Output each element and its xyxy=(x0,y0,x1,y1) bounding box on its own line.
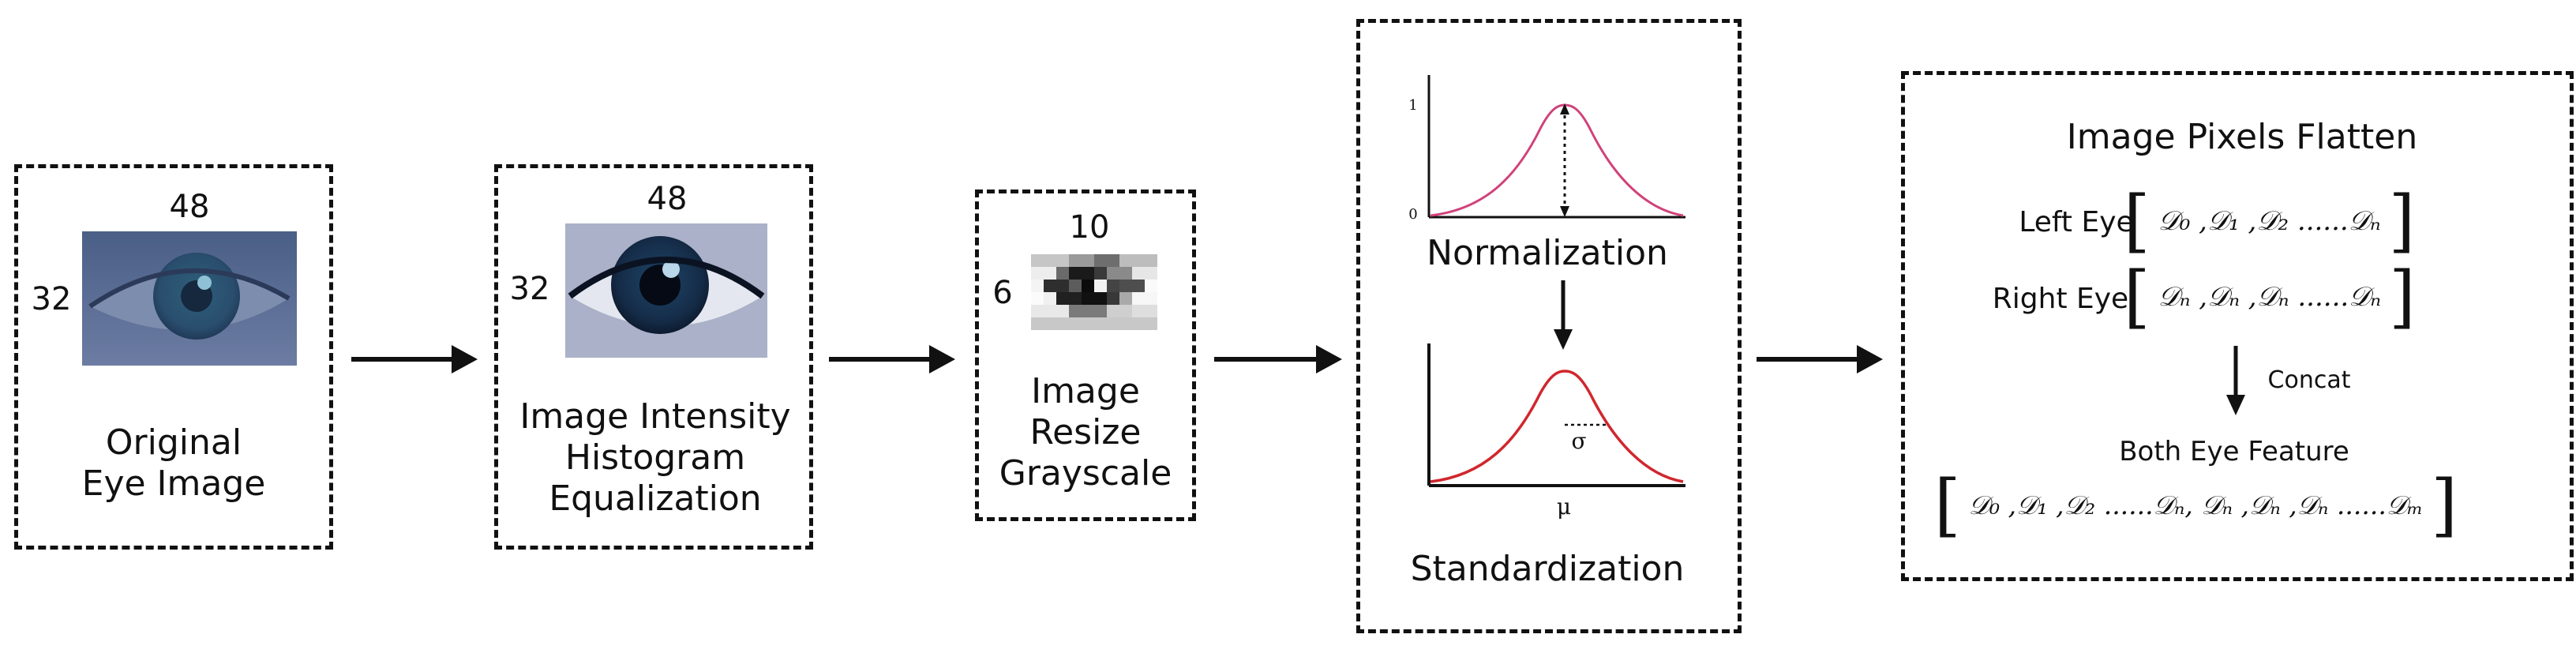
stage1-height-label: 32 xyxy=(31,281,72,317)
norm-to-std-arrow xyxy=(1554,280,1573,350)
stage2-width-label: 48 xyxy=(647,181,688,217)
pixels-flatten-box xyxy=(1901,71,2574,581)
stage2-caption: Image Intensity Histogram Equalization xyxy=(519,396,791,519)
histogram-equalization-box xyxy=(494,164,813,550)
concat-arrow xyxy=(2226,346,2245,415)
right-eye-label: Right Eye xyxy=(1992,283,2129,315)
both-eye-vector: [ 𝒟₀ ,𝒟₁ ,𝒟₂ ......𝒟ₙ, 𝒟ₙ ,𝒟ₙ ,𝒟ₙ ......… xyxy=(1934,466,2458,545)
flatten-title: Image Pixels Flatten xyxy=(2066,117,2418,157)
standardization-label: Standardization xyxy=(1410,549,1685,589)
normalization-label: Normalization xyxy=(1427,233,1668,273)
concat-label: Concat xyxy=(2267,366,2351,394)
standardization-plot xyxy=(1427,343,1685,487)
stage3-height-label: 6 xyxy=(992,275,1013,311)
equalized-eye-image xyxy=(565,223,767,358)
sigma-symbol: σ xyxy=(1571,428,1587,454)
stage3-caption: Image Resize Grayscale xyxy=(999,371,1172,494)
grayscale-eye-image xyxy=(1031,254,1157,330)
mu-symbol: μ xyxy=(1556,494,1572,520)
stage1-caption: Original Eye Image xyxy=(81,422,266,504)
resize-grayscale-box xyxy=(975,190,1196,521)
stage1-width-label: 48 xyxy=(169,189,210,225)
normalization-plot xyxy=(1427,75,1685,219)
stage2-height-label: 32 xyxy=(509,271,550,307)
both-eye-label: Both Eye Feature xyxy=(2119,436,2349,467)
norm-ytick-top: 1 xyxy=(1408,97,1418,114)
right-eye-vector: [ 𝒟ₙ ,𝒟ₙ ,𝒟ₙ ......𝒟ₙ ] xyxy=(2124,257,2416,336)
stage3-width-label: 10 xyxy=(1069,209,1110,246)
normalization-standardization-box xyxy=(1356,19,1742,633)
left-eye-vector: [ 𝒟₀ ,𝒟₁ ,𝒟₂ ......𝒟ₙ ] xyxy=(2124,182,2416,261)
left-eye-label: Left Eye xyxy=(2019,206,2134,238)
norm-ytick-bottom: 0 xyxy=(1408,206,1418,223)
original-eye-box xyxy=(14,164,333,550)
original-eye-image xyxy=(82,231,297,366)
